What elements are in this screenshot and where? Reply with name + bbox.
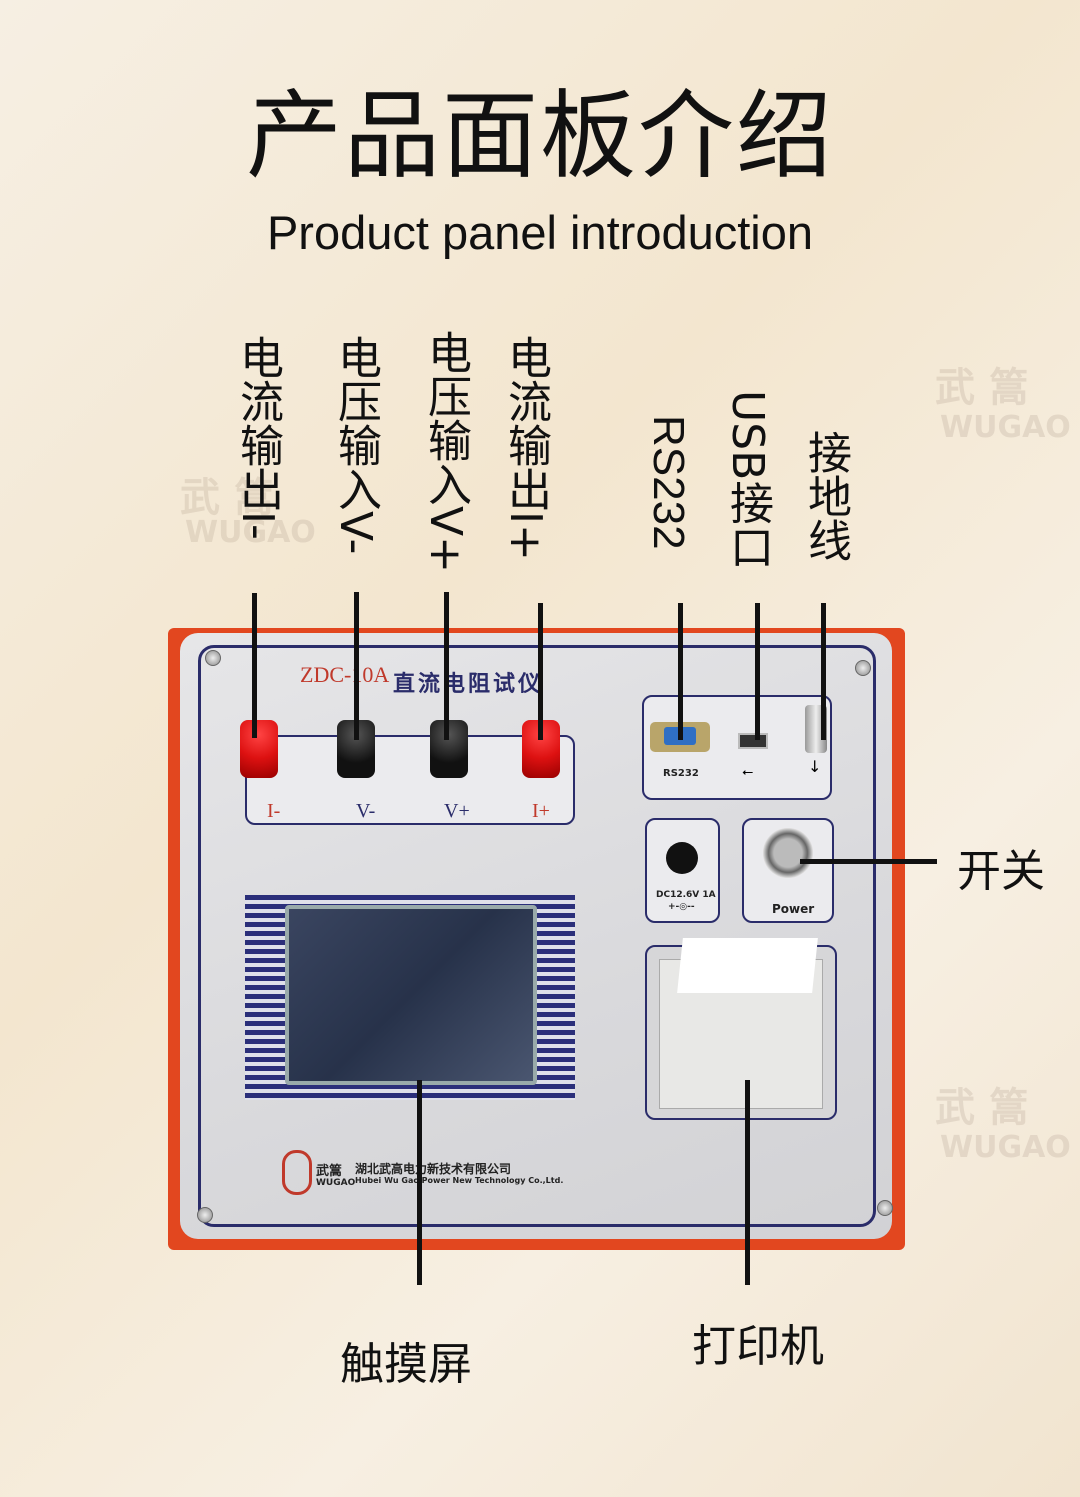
printer-paper	[677, 938, 818, 993]
watermark: 武 篙	[935, 1085, 1029, 1131]
page-title: 产品面板介绍	[246, 80, 834, 192]
watermark: 武 篙	[180, 475, 274, 521]
terminal-box	[245, 735, 575, 825]
touchscreen[interactable]	[285, 905, 537, 1085]
screw-icon	[197, 1207, 213, 1223]
label-switch: 开关	[957, 846, 1045, 897]
terminal-i-neg[interactable]	[240, 720, 278, 778]
page-subtitle: Product panel introduction	[266, 206, 814, 259]
dc-label: DC12.6V 1A	[656, 890, 716, 900]
usb-icon: ⭠	[742, 764, 754, 780]
screw-icon	[205, 650, 221, 666]
label-printer: 打印机	[692, 1321, 824, 1372]
terminal-label: V-	[356, 800, 376, 822]
callout-line	[755, 603, 760, 740]
screw-icon	[855, 660, 871, 676]
callout-line	[800, 859, 937, 864]
label-voltage-in-pos: 电压输入V+	[420, 330, 471, 573]
brand-logo	[282, 1150, 312, 1195]
terminal-label: I-	[267, 800, 281, 822]
label-current-out-neg: 电流输出I-	[232, 335, 283, 540]
power-label: Power	[772, 902, 815, 916]
callout-line	[444, 592, 449, 740]
watermark: WUGAO	[940, 410, 1071, 445]
callout-line	[417, 1080, 422, 1285]
label-current-out-pos: 电流输出I+	[500, 335, 551, 561]
brand-en: WUGAO	[316, 1178, 356, 1188]
panel-border	[198, 645, 876, 1227]
terminal-label: I+	[532, 800, 550, 822]
device-name: 直流电阻试仪	[393, 672, 544, 697]
callout-line	[678, 603, 683, 740]
label-ground: 接地线	[800, 430, 851, 562]
watermark: 武 篙	[935, 365, 1029, 411]
terminal-label: V+	[444, 800, 470, 822]
dc-polarity: +-◎--	[668, 902, 695, 912]
brand-cn: 武篙	[316, 1164, 343, 1179]
screw-icon	[877, 1200, 893, 1216]
label-rs232: RS232	[644, 415, 693, 550]
device-model: ZDC-10A	[300, 662, 390, 687]
callout-line	[354, 592, 359, 740]
dc-jack[interactable]	[666, 842, 698, 874]
watermark: WUGAO	[940, 1130, 1071, 1165]
callout-line	[745, 1080, 750, 1285]
callout-line	[252, 593, 257, 738]
watermark: WUGAO	[185, 515, 316, 550]
label-voltage-in-neg: 电压输入V-	[330, 335, 381, 555]
terminal-v-pos[interactable]	[430, 720, 468, 778]
callout-line	[821, 603, 826, 740]
usb-port[interactable]	[738, 733, 768, 749]
label-usb: USB接口	[722, 390, 773, 569]
company-en: Hubei Wu Gao Power New Technology Co.,Lt…	[355, 1176, 564, 1185]
ground-icon: ↓	[808, 757, 822, 776]
company-cn: 湖北武高电力新技术有限公司	[355, 1162, 512, 1176]
rs232-label: RS232	[663, 768, 699, 779]
callout-line	[538, 603, 543, 740]
power-button[interactable]	[763, 828, 813, 878]
label-touchscreen: 触摸屏	[340, 1339, 472, 1390]
